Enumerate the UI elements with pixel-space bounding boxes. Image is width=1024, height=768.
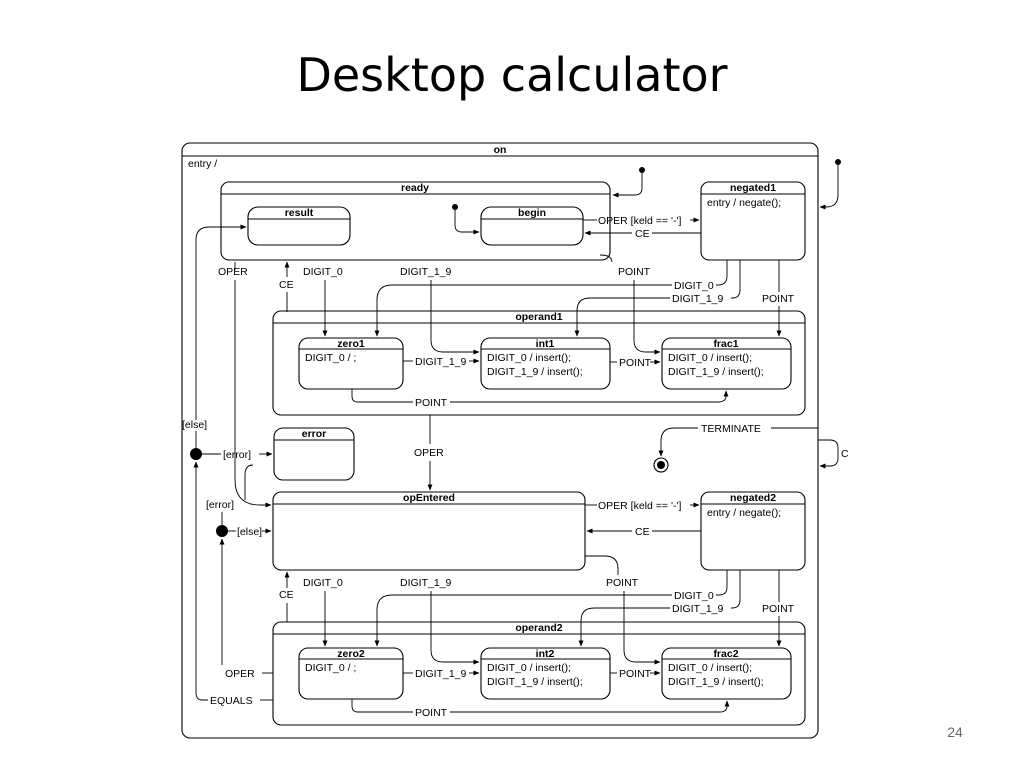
- label-error-2: [error]: [206, 499, 234, 511]
- state-frac1-action-1: DIGIT_0 / insert();: [668, 352, 752, 364]
- label-error-1: [error]: [223, 449, 251, 461]
- initial-begin-dot: [452, 204, 458, 210]
- label-neg1-point: POINT: [762, 293, 795, 305]
- state-int1-action-2: DIGIT_1_9 / insert();: [487, 366, 583, 378]
- state-zero1: [298, 337, 404, 390]
- state-begin-title: begin: [518, 207, 546, 219]
- state-operand2: [272, 621, 806, 726]
- state-frac2: [661, 647, 792, 700]
- label-digit-0-2: DIGIT_0: [303, 577, 343, 589]
- initial-on-dot: [835, 159, 841, 165]
- label-oper-3: OPER: [225, 668, 255, 680]
- label-zero2-digit-1-9: DIGIT_1_9: [415, 668, 467, 680]
- state-zero2-title: zero2: [337, 648, 365, 660]
- state-int2-title: int2: [536, 648, 555, 660]
- state-int1-action-1: DIGIT_0 / insert();: [487, 352, 571, 364]
- label-point-opentered: POINT: [606, 577, 639, 589]
- label-c-self: C: [841, 448, 849, 460]
- state-negated2-entry: entry / negate();: [707, 507, 781, 519]
- label-neg2-point: POINT: [762, 603, 795, 615]
- choice-1: [190, 448, 202, 460]
- state-on-title: on: [494, 144, 507, 156]
- label-neg1-digit-1-9: DIGIT_1_9: [672, 293, 724, 305]
- label-digit-1-9-1: DIGIT_1_9: [400, 266, 452, 278]
- state-zero2: [298, 647, 404, 700]
- state-frac2-action-1: DIGIT_0 / insert();: [668, 662, 752, 674]
- label-int1-point: POINT: [619, 357, 652, 369]
- state-result-title: result: [285, 207, 314, 219]
- state-negated1: [700, 181, 806, 261]
- state-opentered: [272, 491, 586, 571]
- label-ce-1: CE: [635, 228, 650, 240]
- state-operand1-title: operand1: [515, 311, 562, 323]
- label-int2-point: POINT: [619, 668, 652, 680]
- label-equals: EQUALS: [210, 695, 253, 707]
- state-frac2-action-2: DIGIT_1_9 / insert();: [668, 676, 764, 688]
- label-oper-2: OPER: [414, 447, 444, 459]
- label-terminate: TERMINATE: [701, 423, 761, 435]
- label-zero1-point: POINT: [415, 397, 448, 409]
- final-state-ring: [653, 457, 669, 473]
- state-ready: [220, 181, 611, 261]
- state-begin: [480, 206, 584, 246]
- state-frac2-title: frac2: [713, 648, 738, 660]
- label-ce-opentered: CE: [279, 589, 294, 601]
- state-result: [247, 206, 351, 246]
- state-int2: [480, 647, 611, 700]
- label-else-2: [else]: [237, 526, 262, 538]
- label-point-ready: POINT: [618, 266, 651, 278]
- slide-title: Desktop calculator: [296, 48, 728, 102]
- state-negated1-title: negated1: [730, 182, 776, 194]
- label-neg2-digit-1-9: DIGIT_1_9: [672, 603, 724, 615]
- state-error-title: error: [302, 428, 327, 440]
- state-operand2-title: operand2: [515, 622, 562, 634]
- state-zero2-action-1: DIGIT_0 / ;: [305, 662, 356, 674]
- state-operand1: [272, 310, 806, 416]
- state-int1: [480, 337, 611, 390]
- state-negated2-title: negated2: [730, 492, 776, 504]
- label-oper-1: OPER: [218, 266, 248, 278]
- label-else-1: [else]: [182, 419, 207, 431]
- state-opentered-title: opEntered: [403, 492, 455, 504]
- page-number: 24: [947, 724, 963, 740]
- label-ce-ready: CE: [279, 279, 294, 291]
- state-frac1: [661, 337, 792, 390]
- label-ce-2: CE: [635, 526, 650, 538]
- state-ready-title: ready: [401, 182, 429, 194]
- label-digit-1-9-2: DIGIT_1_9: [400, 577, 452, 589]
- state-int1-title: int1: [536, 338, 555, 350]
- choice-2: [216, 525, 228, 537]
- state-on: [181, 142, 819, 739]
- state-zero1-action-1: DIGIT_0 / ;: [305, 352, 356, 364]
- label-digit-0-1: DIGIT_0: [303, 266, 343, 278]
- initial-ready-dot: [639, 167, 645, 173]
- label-neg1-digit-0: DIGIT_0: [674, 280, 714, 292]
- state-error: [273, 427, 355, 481]
- state-frac1-action-2: DIGIT_1_9 / insert();: [668, 366, 764, 378]
- state-frac1-title: frac1: [713, 338, 738, 350]
- final-state-dot: [657, 461, 665, 469]
- state-negated1-entry: entry / negate();: [707, 197, 781, 209]
- label-zero2-point: POINT: [415, 707, 448, 719]
- label-neg2-digit-0: DIGIT_0: [674, 590, 714, 602]
- label-oper-keld-2: OPER [keld == '-']: [598, 500, 681, 512]
- state-int2-action-1: DIGIT_0 / insert();: [487, 662, 571, 674]
- state-zero1-title: zero1: [337, 338, 365, 350]
- label-oper-keld-1: OPER [keld == '-']: [598, 215, 681, 227]
- state-on-entry: entry /: [188, 158, 217, 170]
- state-int2-action-2: DIGIT_1_9 / insert();: [487, 676, 583, 688]
- label-zero1-digit-1-9: DIGIT_1_9: [415, 356, 467, 368]
